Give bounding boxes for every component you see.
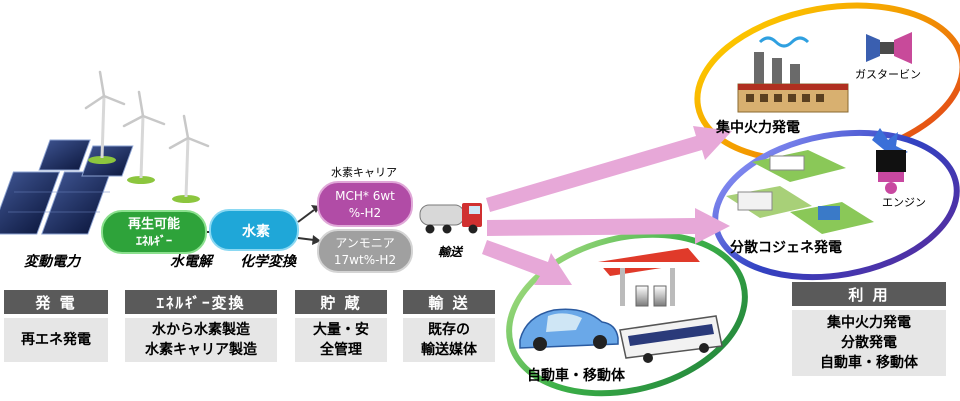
generation-body: 再エネ発電 (4, 318, 108, 362)
usage-header: 利 用 (792, 282, 946, 306)
solar-panels (0, 139, 134, 235)
conversion-line-1: 水から水素製造 (152, 322, 250, 338)
ammonia-node: アンモニア 17wt%-H2 (317, 229, 413, 273)
mch-line-2: %-H2 (349, 206, 381, 220)
generation-line: 再エネ発電 (21, 332, 91, 348)
car-icon (519, 308, 619, 351)
storage-line-2: 全管理 (320, 342, 362, 358)
central-power-label: 集中火力発電 (715, 119, 800, 136)
transport-header: 輸 送 (403, 290, 495, 314)
conversion-header: ｴﾈﾙｷﾞｰ変換 (125, 290, 277, 314)
renewable-line-1: 再生可能 (128, 216, 180, 232)
fuel-station (598, 248, 700, 307)
ammonia-line-2: 17wt%-H2 (334, 253, 396, 267)
storage-line-1: 大量・安 (313, 322, 369, 338)
transport-label: 輸送 (438, 245, 464, 259)
gas-turbine-label: ガスタービン (855, 68, 921, 81)
engine-label: エンジン (882, 196, 926, 209)
transport-line-2: 輸送媒体 (421, 342, 477, 358)
usage-line-3: 自動車・移動体 (820, 355, 918, 371)
arrow-to-central (486, 126, 732, 212)
usage-line-1: 集中火力発電 (827, 315, 911, 331)
renewable-node: 再生可能 ｴﾈﾙｷﾞｰ (101, 210, 207, 254)
tanker-truck (419, 203, 482, 234)
distributed-campus (726, 150, 874, 234)
renewable-line-2: ｴﾈﾙｷﾞｰ (136, 233, 172, 248)
conversion-line-2: 水素キャリア製造 (145, 342, 257, 358)
hydrogen-node: 水素 (209, 209, 299, 251)
electrolysis-label: 水電解 (170, 253, 215, 270)
transport-line-1: 既存の (428, 322, 470, 338)
conversion-body: 水から水素製造 水素キャリア製造 (125, 318, 277, 362)
mch-line-1: MCH* 6wt (335, 189, 395, 203)
chemical-conversion-label: 化学変換 (240, 253, 298, 270)
arrow-to-vehicle (482, 240, 572, 285)
carrier-title: 水素キャリア (331, 166, 397, 179)
thermal-plant (737, 36, 849, 113)
usage-body: 集中火力発電 分散発電 自動車・移動体 (792, 310, 946, 376)
gas-turbine-icon (866, 32, 912, 64)
storage-body: 大量・安 全管理 (295, 318, 387, 362)
mch-node: MCH* 6wt %-H2 (317, 181, 413, 227)
storage-header: 貯 蔵 (295, 290, 387, 314)
arrow-hydrogen-to-mch (297, 205, 320, 223)
transport-body: 既存の 輸送媒体 (403, 318, 495, 362)
vehicle-ellipse (506, 231, 748, 397)
ammonia-line-1: アンモニア (335, 236, 395, 250)
wind-turbines (84, 70, 210, 203)
hydrogen-label: 水素 (242, 223, 270, 240)
distributed-power-label: 分散コジェネ発電 (730, 239, 842, 256)
engine-icon (872, 128, 908, 194)
vehicle-label: 自動車・移動体 (527, 367, 626, 384)
variable-power-label: 変動電力 (24, 253, 82, 270)
generation-header: 発 電 (4, 290, 108, 314)
arrow-hydrogen-to-ammonia (297, 235, 321, 245)
usage-line-2: 分散発電 (841, 335, 897, 351)
arrow-to-distributed (487, 208, 730, 244)
bus-icon (619, 315, 723, 363)
